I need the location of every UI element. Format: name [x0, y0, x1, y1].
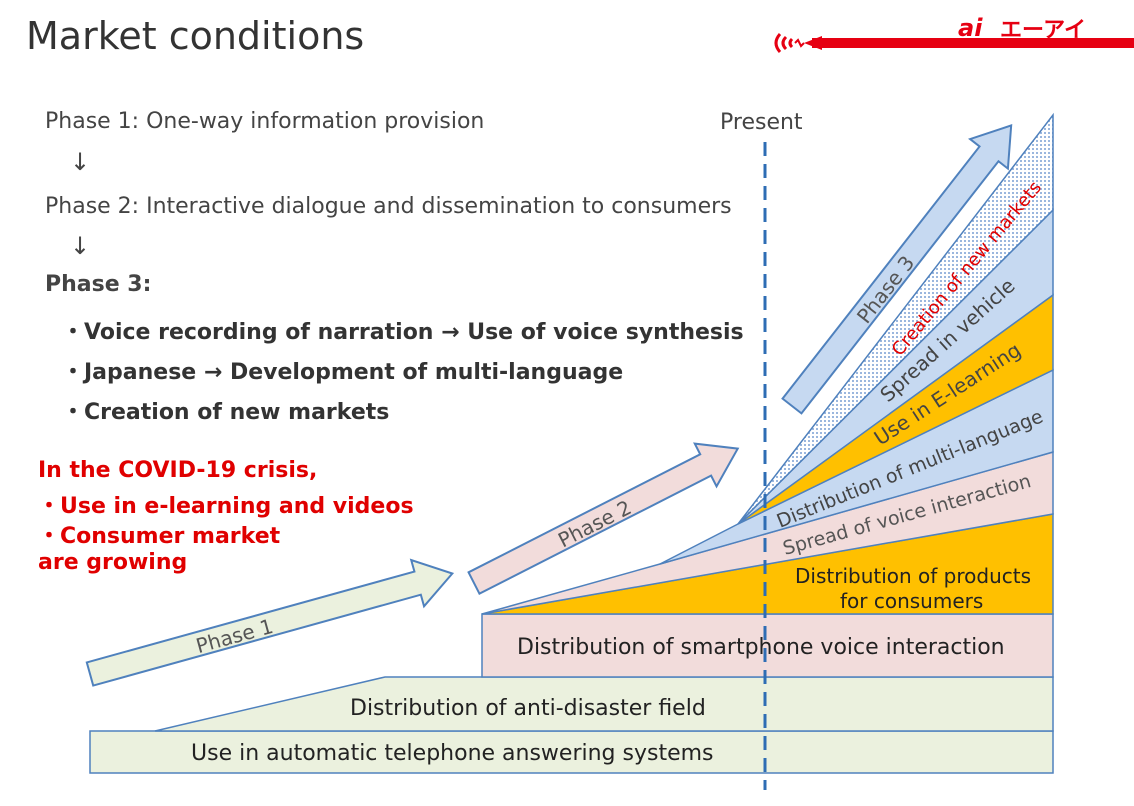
layer-products-label-line2: for consumers [840, 589, 983, 613]
logo-mark: ai [958, 16, 983, 42]
phase2-arrow-label: Phase 2 [554, 495, 635, 552]
logo-text: エーアイ [1000, 18, 1086, 43]
logo: ai エーアイ [760, 14, 1134, 66]
layer-smartphone-label: Distribution of smartphone voice interac… [517, 635, 1005, 660]
phase1-arrow: Phase 1 [85, 558, 455, 687]
covid-note-line: ・Consumer market [38, 524, 281, 549]
down-arrow-icon: ↓ [70, 232, 91, 260]
page-title: Market conditions [26, 14, 365, 58]
phase3-bullet: ・Japanese → Development of multi-languag… [62, 360, 624, 385]
phase3-bullet: ・Creation of new markets [62, 400, 390, 425]
covid-note-line: In the COVID-19 crisis, [38, 458, 318, 483]
present-label: Present [720, 110, 803, 135]
logo-graphic: ai エーアイ [774, 14, 1134, 53]
layer-new-markets [737, 112, 1054, 525]
down-arrow-icon: ↓ [70, 148, 91, 176]
layer-anti-disaster-label: Distribution of anti-disaster field [350, 696, 706, 721]
covid-note-line: are growing [38, 550, 188, 575]
phase2-description: Phase 2: Interactive dialogue and dissem… [45, 194, 732, 219]
layer-products-label: Distribution of products [795, 564, 1031, 588]
phase3-bullet: ・Voice recording of narration → Use of v… [62, 320, 744, 345]
phase3-description: Phase 3: [45, 272, 152, 297]
layer-telephone [89, 730, 1054, 774]
layer-telephone-label: Use in automatic telephone answering sys… [191, 741, 714, 766]
phase1-description: Phase 1: One-way information provision [45, 109, 485, 134]
covid-note-line: ・Use in e-learning and videos [38, 494, 414, 519]
